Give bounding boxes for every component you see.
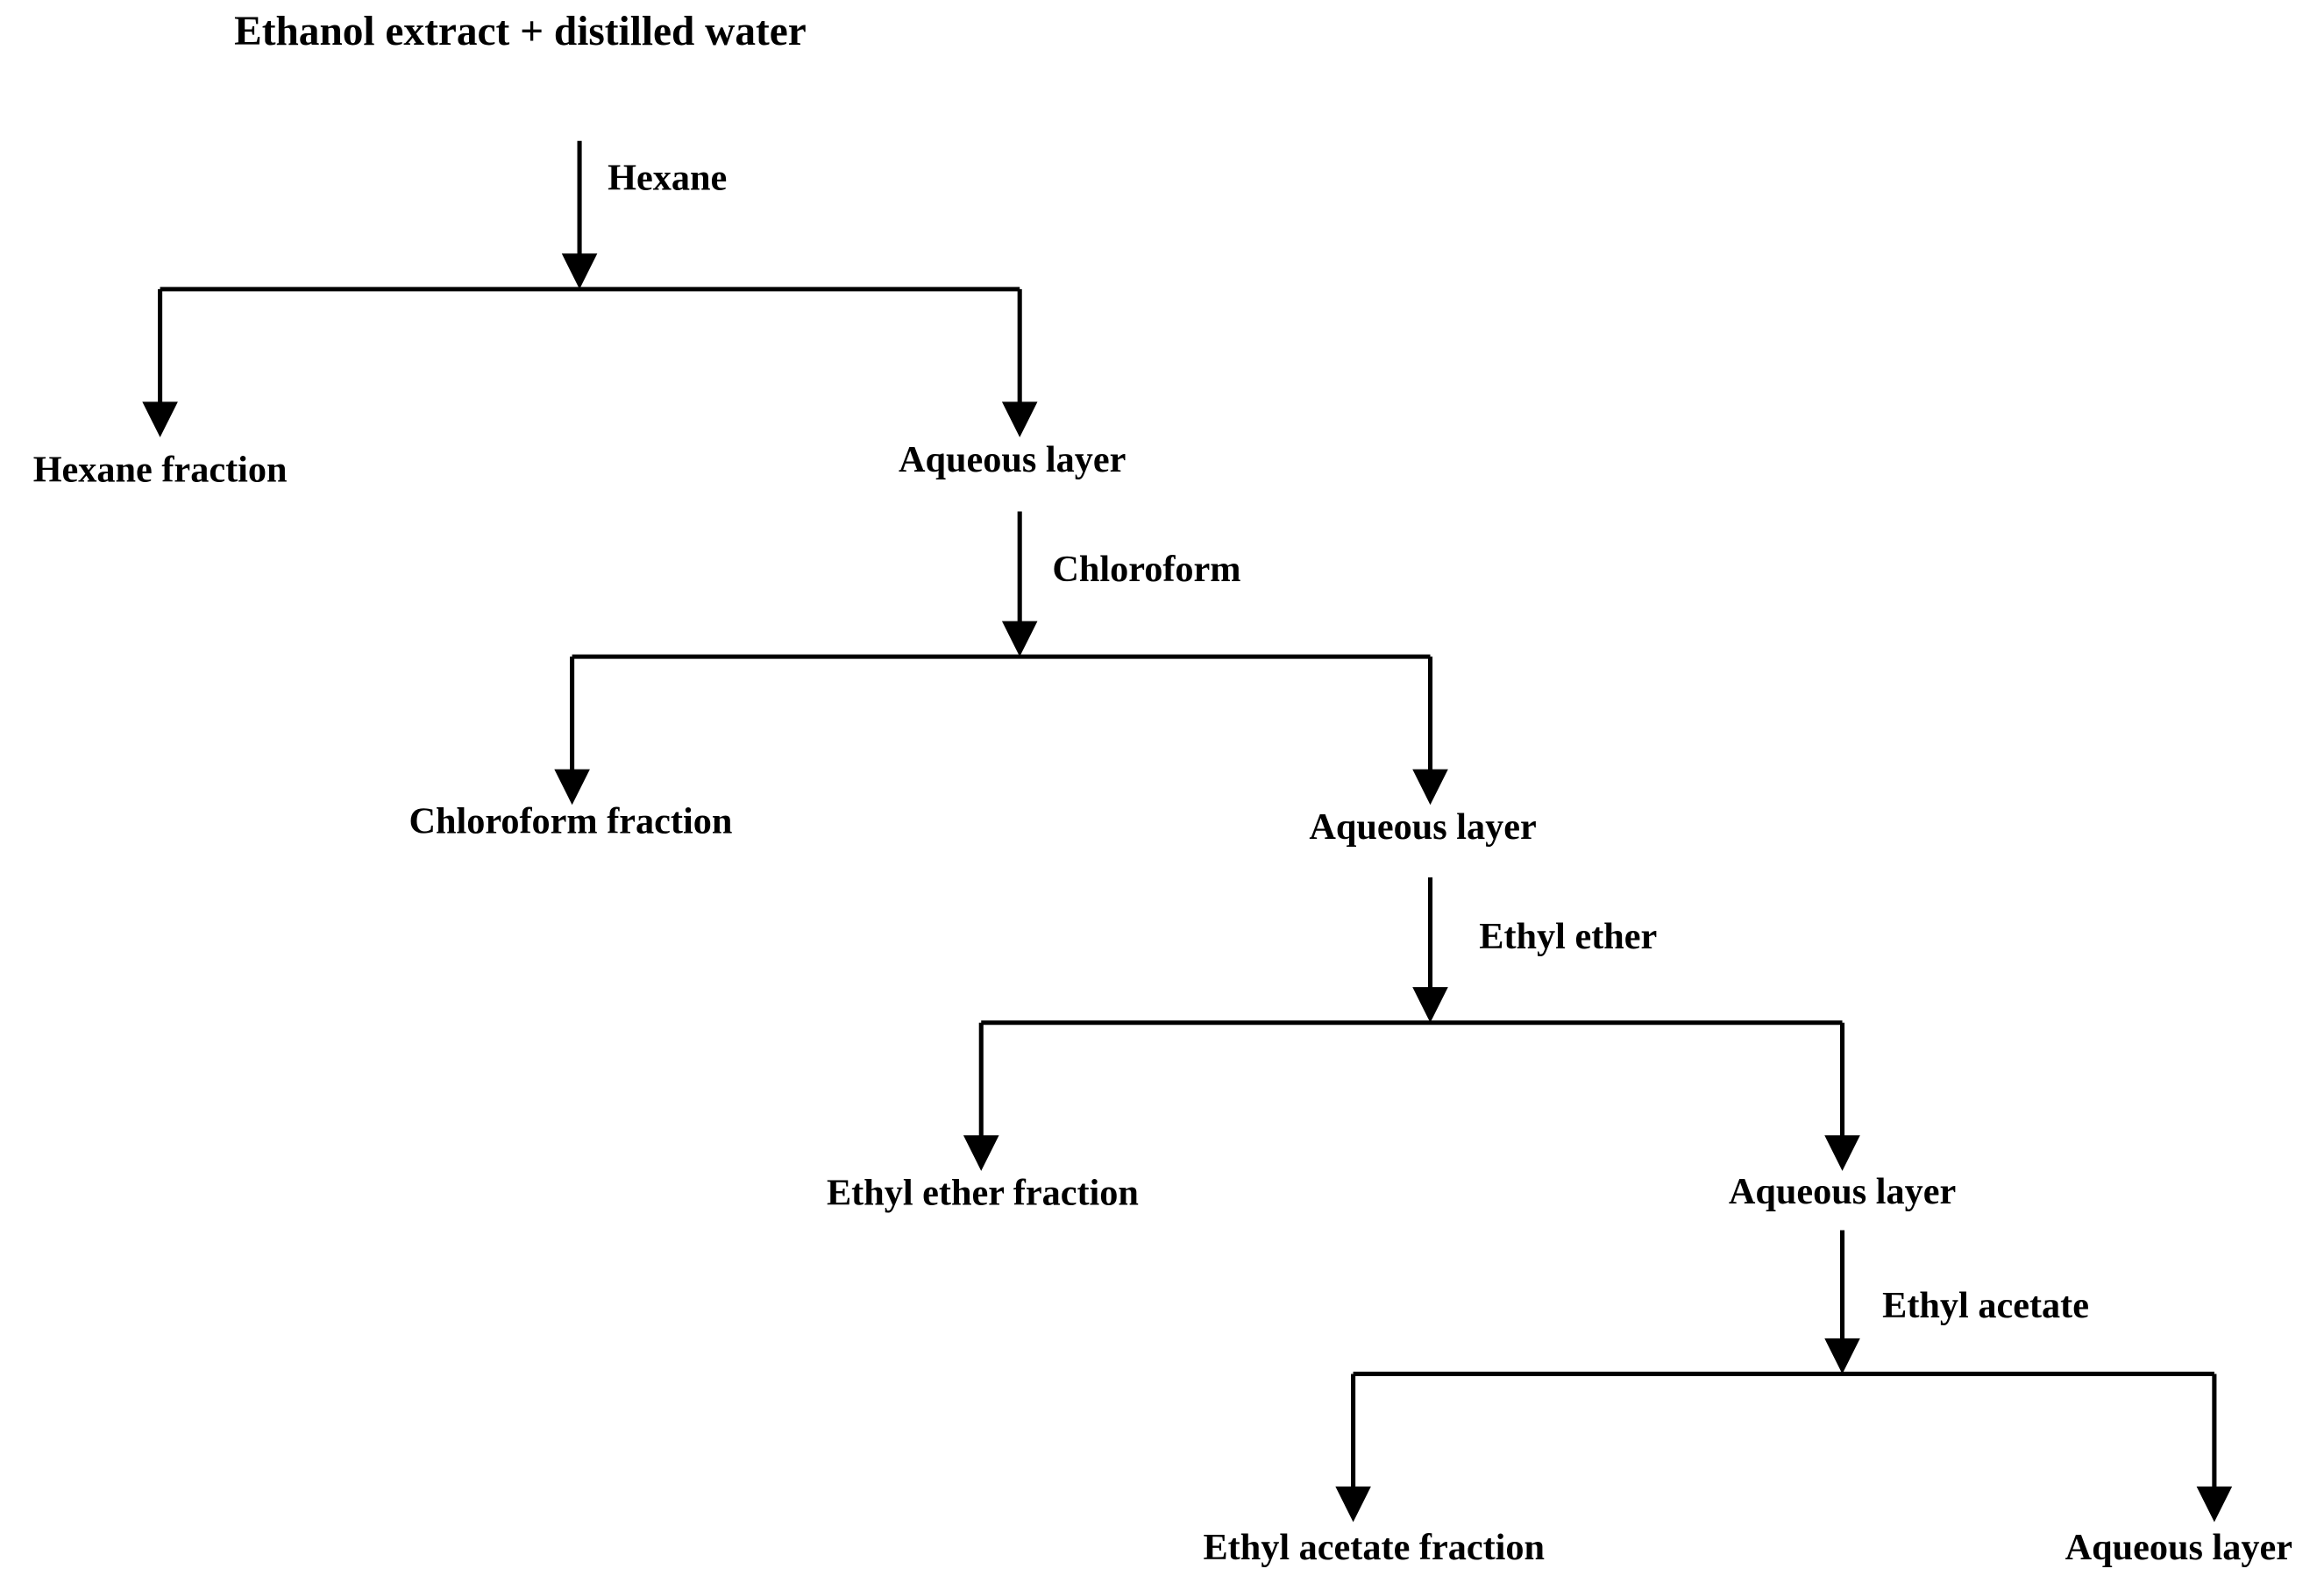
aqueous-layer-label: Aqueous layer	[1729, 1171, 1956, 1212]
solvent-arrow	[1824, 1230, 1860, 1374]
aqueous-layer-label: Aqueous layer	[1309, 806, 1536, 848]
aqueous-arrow	[1824, 1022, 1860, 1171]
start-material-label: Ethanol extract + distilled water	[234, 9, 807, 54]
solvent-arrow	[1412, 877, 1448, 1023]
fraction-arrow	[142, 288, 178, 437]
solvent-arrow	[561, 140, 598, 289]
fraction-arrow	[554, 657, 590, 806]
solvent-label: Hexane	[608, 158, 727, 199]
solvent-arrow	[1001, 511, 1038, 657]
fraction-arrow	[1335, 1374, 1371, 1523]
fraction-label: Hexane fraction	[33, 450, 288, 491]
solvent-label: Chloroform	[1052, 549, 1240, 590]
aqueous-arrow	[1001, 288, 1038, 437]
solvent-label: Ethyl acetate	[1882, 1285, 2089, 1326]
solvent-label: Ethyl ether	[1479, 916, 1657, 957]
fraction-label: Ethyl acetate fraction	[1204, 1527, 1546, 1568]
aqueous-layer-label: Aqueous layer	[899, 439, 1126, 480]
aqueous-arrow	[1412, 657, 1448, 806]
fraction-arrow	[963, 1022, 999, 1171]
aqueous-layer-label: Aqueous layer	[2065, 1527, 2292, 1568]
aqueous-arrow	[2196, 1374, 2233, 1523]
fraction-label: Ethyl ether fraction	[827, 1173, 1139, 1214]
fraction-label: Chloroform fraction	[409, 800, 733, 841]
